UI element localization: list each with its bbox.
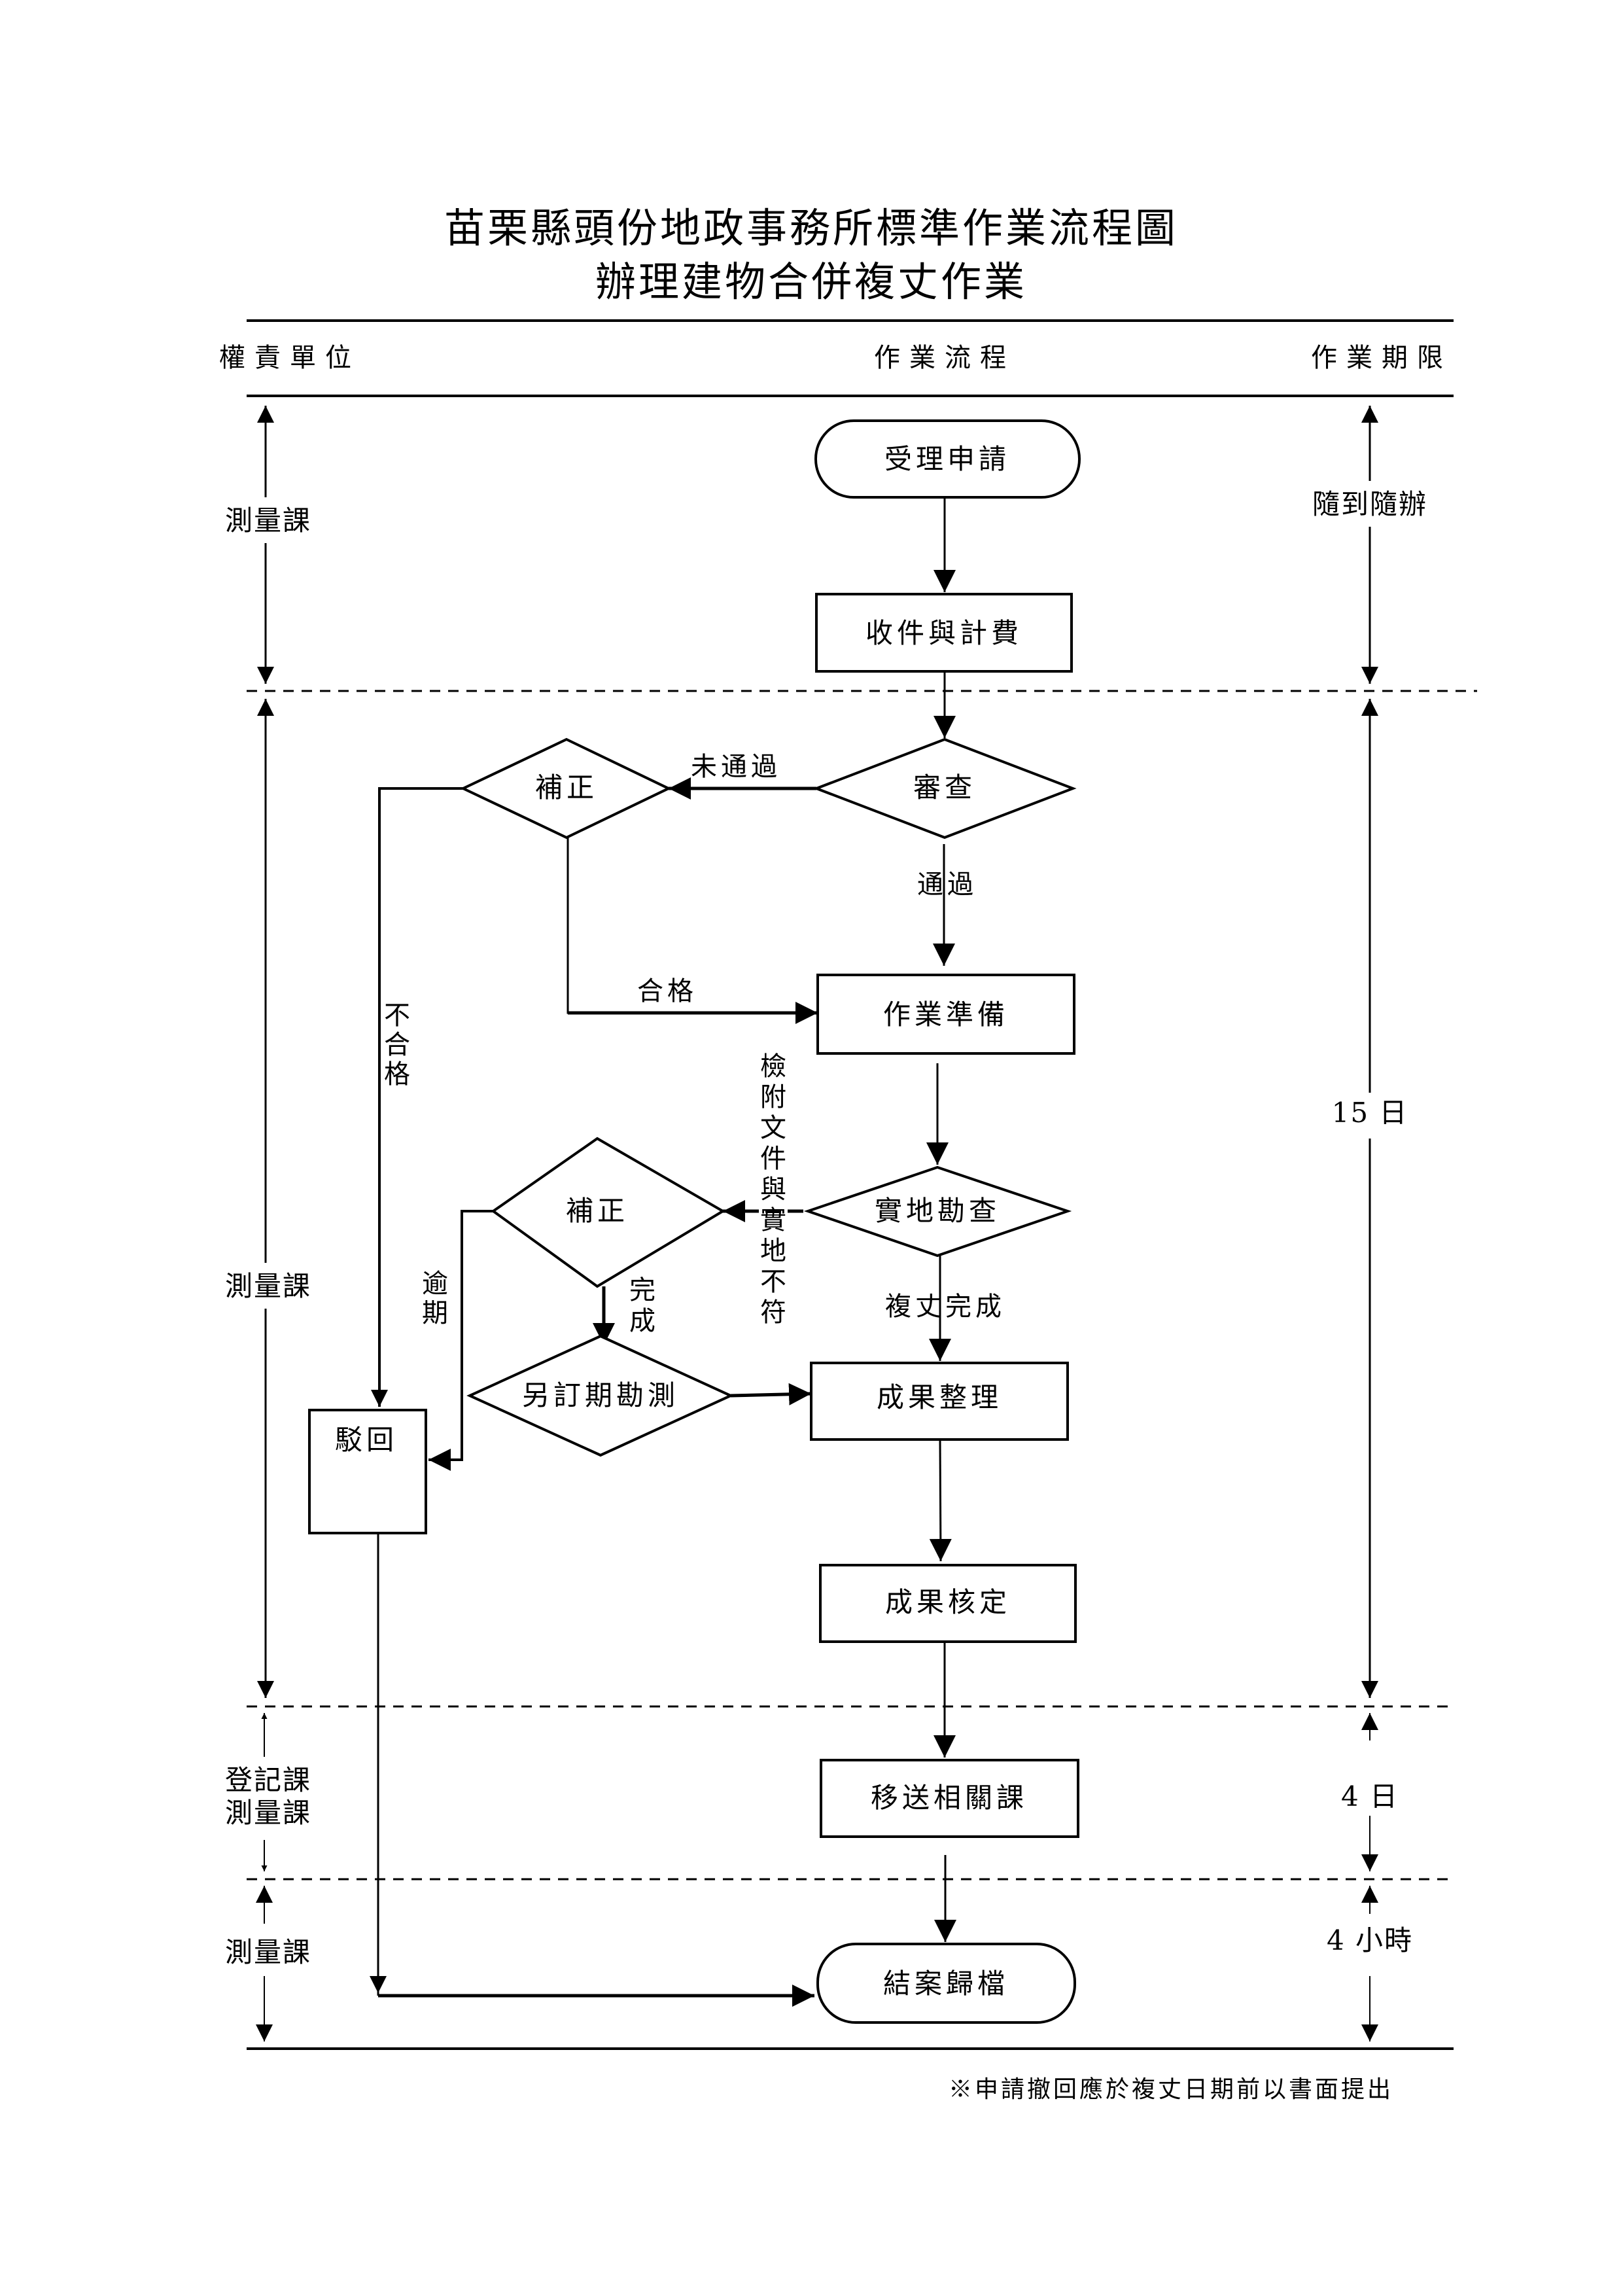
- lane-3-deadline-label: 4 日: [1341, 1780, 1399, 1812]
- edge-label-not-qualified: 不 合 格: [384, 1000, 414, 1089]
- svg-text:附: 附: [760, 1082, 790, 1112]
- svg-text:期: 期: [422, 1298, 452, 1328]
- node-reschedule-main[interactable]: 另訂期勘測: [466, 1334, 734, 1457]
- lane-3-unit: 登記課 測量課: [225, 1713, 311, 1871]
- svg-text:成果整理: 成果整理: [877, 1381, 1002, 1413]
- node-correct2[interactable]: 補正: [491, 1137, 725, 1288]
- node-approve[interactable]: 成果核定: [819, 1564, 1077, 1643]
- edge-label-passed: 通過: [917, 870, 977, 900]
- node-receive[interactable]: 收件與計費: [815, 593, 1073, 673]
- edge-organize-approve: [929, 1439, 952, 1562]
- lane-3-deadline: 4 日: [1341, 1713, 1399, 1871]
- svg-text:實: 實: [760, 1205, 790, 1235]
- page-subtitle: 辦理建物合併複丈作業: [595, 258, 1027, 306]
- svg-text:文: 文: [760, 1113, 790, 1143]
- lane-2-unit: 測量課: [225, 699, 311, 1698]
- footnote: ※申請撤回應於複丈日期前以書面提出: [949, 2076, 1393, 2103]
- lane-1-deadline-label: 隨到隨辦: [1312, 488, 1427, 520]
- svg-text:作業準備: 作業準備: [883, 998, 1009, 1031]
- edge-label-done: 完 成: [629, 1275, 659, 1336]
- svg-text:收件與計費: 收件與計費: [865, 617, 1022, 649]
- lane-2-deadline: 15 日: [1332, 699, 1408, 1698]
- edge-correct1-reject: [371, 787, 463, 1407]
- svg-text:補正: 補正: [566, 1195, 629, 1227]
- svg-text:格: 格: [384, 1059, 414, 1089]
- svg-text:與: 與: [760, 1174, 790, 1205]
- lane-4-deadline: 4 小時: [1327, 1886, 1413, 2041]
- node-survey[interactable]: 實地勘查: [803, 1165, 1072, 1258]
- node-prepare[interactable]: 作業準備: [816, 974, 1075, 1055]
- lane-4-unit: 測量課: [225, 1886, 311, 2041]
- svg-text:受理申請: 受理申請: [884, 443, 1010, 475]
- svg-text:不: 不: [384, 1000, 414, 1031]
- svg-text:駁回: 駁回: [335, 1424, 398, 1456]
- node-start[interactable]: 受理申請: [814, 419, 1081, 499]
- svg-text:成: 成: [629, 1306, 659, 1336]
- lane-4-unit-label: 測量課: [225, 1936, 311, 1968]
- svg-text:不: 不: [760, 1267, 790, 1297]
- svg-text:審查: 審查: [913, 771, 976, 804]
- svg-text:完: 完: [629, 1275, 659, 1305]
- svg-text:符: 符: [760, 1298, 790, 1328]
- edge-reschedule-organize: [730, 1383, 812, 1405]
- column-header-unit: 權責單位: [219, 343, 360, 373]
- node-review[interactable]: 審查: [812, 737, 1077, 839]
- node-transfer[interactable]: 移送相關課: [820, 1759, 1079, 1838]
- edge-label-survey-done: 複丈完成: [885, 1292, 1005, 1322]
- edge-label-mismatch: 檢 附 文 件 與 實 地 不 符: [760, 1051, 790, 1328]
- svg-text:逾: 逾: [422, 1269, 452, 1299]
- column-header-flow: 作業流程: [874, 343, 1015, 373]
- edge-label-overdue: 逾 期: [422, 1269, 452, 1328]
- node-correct1[interactable]: 補正: [460, 737, 672, 839]
- node-end[interactable]: 結案歸檔: [816, 1943, 1076, 2024]
- svg-text:地: 地: [760, 1236, 790, 1266]
- lane-1-deadline: 隨到隨辦: [1312, 406, 1427, 684]
- lane-2-unit-label: 測量課: [225, 1270, 311, 1302]
- lane-1-unit-label: 測量課: [225, 504, 311, 537]
- node-reject[interactable]: 駁回: [308, 1409, 427, 1534]
- lane-3-unit-label-1: 登記課: [225, 1764, 311, 1796]
- svg-text:另訂期勘測: 另訂期勘測: [522, 1379, 679, 1411]
- lane-3-unit-label-2: 測量課: [225, 1797, 311, 1829]
- lane-1-unit: 測量課: [225, 406, 311, 684]
- svg-text:實地勘查: 實地勘查: [875, 1195, 1000, 1227]
- node-organize[interactable]: 成果整理: [810, 1362, 1069, 1441]
- svg-text:檢: 檢: [760, 1051, 790, 1082]
- svg-text:成果核定: 成果核定: [885, 1586, 1011, 1618]
- edge-label-qualified: 合格: [637, 976, 697, 1006]
- svg-text:結案歸檔: 結案歸檔: [883, 1968, 1009, 2000]
- edge-label-not-passed: 未通過: [691, 752, 781, 782]
- edge-correct2-reject: [428, 1210, 493, 1471]
- column-header-deadline: 作業期限: [1311, 343, 1452, 373]
- svg-text:補正: 補正: [535, 771, 598, 804]
- svg-text:移送相關課: 移送相關課: [871, 1782, 1028, 1814]
- page-title: 苗栗縣頭份地政事務所標準作業流程圖: [444, 204, 1178, 252]
- lane-4-deadline-label: 4 小時: [1327, 1924, 1413, 1956]
- lane-2-deadline-label: 15 日: [1332, 1097, 1408, 1129]
- svg-text:合: 合: [384, 1030, 414, 1060]
- svg-text:件: 件: [760, 1144, 790, 1174]
